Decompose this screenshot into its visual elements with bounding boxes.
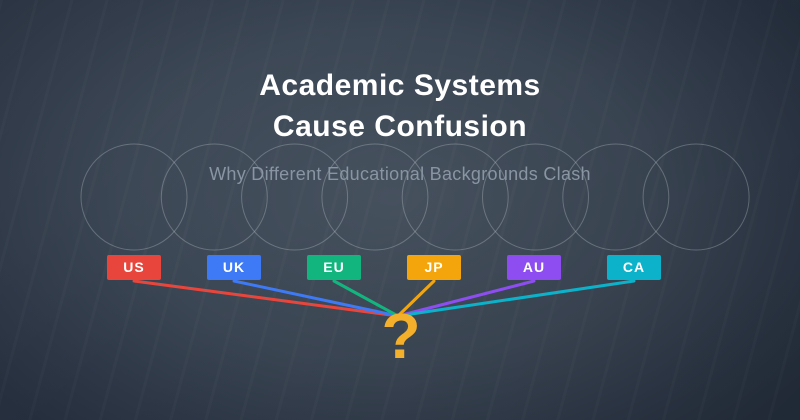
slide-subtitle: Why Different Educational Backgrounds Cl… <box>209 164 591 184</box>
converge-lines <box>132 279 636 318</box>
country-label-us: US <box>107 255 161 280</box>
overlap-circle <box>401 143 509 251</box>
converge-line-uk <box>232 279 400 318</box>
overlap-circle <box>321 143 429 251</box>
converge-line-au <box>396 279 536 318</box>
converge-line-eu <box>332 279 400 318</box>
overlap-circle <box>642 143 750 251</box>
overlap-circle <box>482 143 589 251</box>
title-line-1: Academic Systems <box>259 69 541 102</box>
converge-line-jp <box>396 279 436 318</box>
overlap-circle <box>241 143 349 251</box>
overlap-circle <box>160 143 268 251</box>
country-label-ca: CA <box>607 255 661 280</box>
converge-line-us <box>132 279 400 318</box>
overlap-circle <box>562 143 670 251</box>
converge-line-ca <box>396 279 636 318</box>
question-mark: ? <box>381 300 421 372</box>
country-label-jp: JP <box>407 255 461 280</box>
country-label-eu: EU <box>307 255 361 280</box>
slide-title: Academic Systems Cause Confusion <box>0 65 800 147</box>
overlap-circle <box>80 143 188 251</box>
overlap-circles <box>80 143 750 251</box>
country-label-au: AU <box>507 255 561 280</box>
country-label-uk: UK <box>207 255 261 280</box>
title-line-2: Cause Confusion <box>272 110 528 143</box>
